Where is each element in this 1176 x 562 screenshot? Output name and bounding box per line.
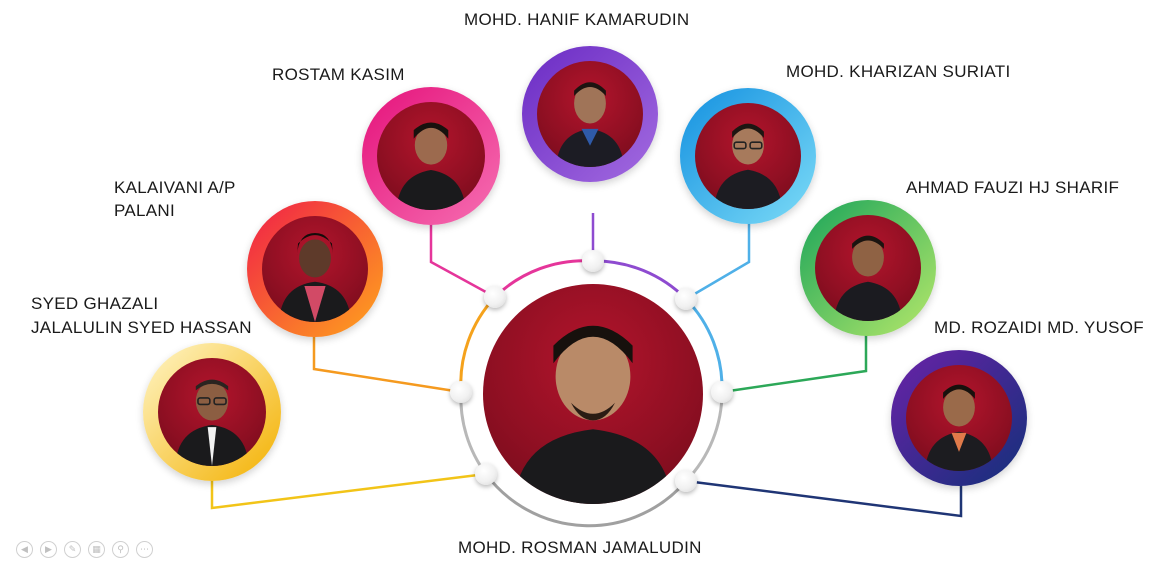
center-knob-right (711, 381, 733, 403)
member-name-ahmad: AHMAD FAUZI HJ SHARIF (906, 178, 1120, 197)
avatar-syed (158, 358, 266, 466)
prev-icon[interactable]: ◀ (16, 541, 33, 558)
connector-kharizan (685, 210, 751, 301)
avatar-kalaivani (262, 216, 368, 322)
avatar-rozaidi (906, 365, 1012, 471)
center-knob-top (582, 250, 604, 272)
connector-rozaidi (685, 479, 963, 518)
center-knob-left (450, 381, 472, 403)
member-name-syed-line2: JALALULIN SYED HASSAN (31, 318, 252, 337)
member-name-kalaivani-line2: PALANI (114, 201, 176, 220)
avatar-rostam (377, 102, 485, 210)
connector-syed (210, 472, 487, 510)
avatar-hanif (537, 61, 643, 167)
connector-kalaivani (312, 334, 462, 394)
next-icon[interactable]: ▶ (40, 541, 57, 558)
center-knob-lower-left (475, 463, 497, 485)
avatar-kharizan (695, 103, 801, 209)
member-name-hanif: MOHD. HANIF KAMARUDIN (464, 10, 690, 29)
member-name-kharizan: MOHD. KHARIZAN SURIATI (786, 62, 1011, 81)
center-ring-arc-left-grey (459, 391, 488, 475)
connector-ahmad (721, 334, 868, 394)
center-knob-upper-right (675, 288, 697, 310)
pen-icon[interactable]: ✎ (64, 541, 81, 558)
center-name: MOHD. ROSMAN JAMALUDIN (458, 538, 702, 557)
member-name-rostam: ROSTAM KASIM (272, 65, 405, 84)
zoom-icon[interactable]: ⚲ (112, 541, 129, 558)
center-knob-upper-left (484, 286, 506, 308)
avatar-rosman (483, 284, 703, 504)
member-name-rozaidi: MD. ROZAIDI MD. YUSOF (934, 318, 1144, 337)
center-ring-arc-pink (493, 259, 594, 299)
center-ring-arc-grey (484, 473, 688, 528)
more-icon[interactable]: ⋯ (136, 541, 153, 558)
center-knob-lower-right (675, 470, 697, 492)
avatar-ahmad (815, 215, 921, 321)
connector-rostam (429, 222, 496, 299)
slides-icon[interactable]: ▦ (88, 541, 105, 558)
member-name-kalaivani-line1: KALAIVANI A/P (114, 178, 236, 197)
member-name-syed-line1: SYED GHAZALI (31, 294, 159, 313)
